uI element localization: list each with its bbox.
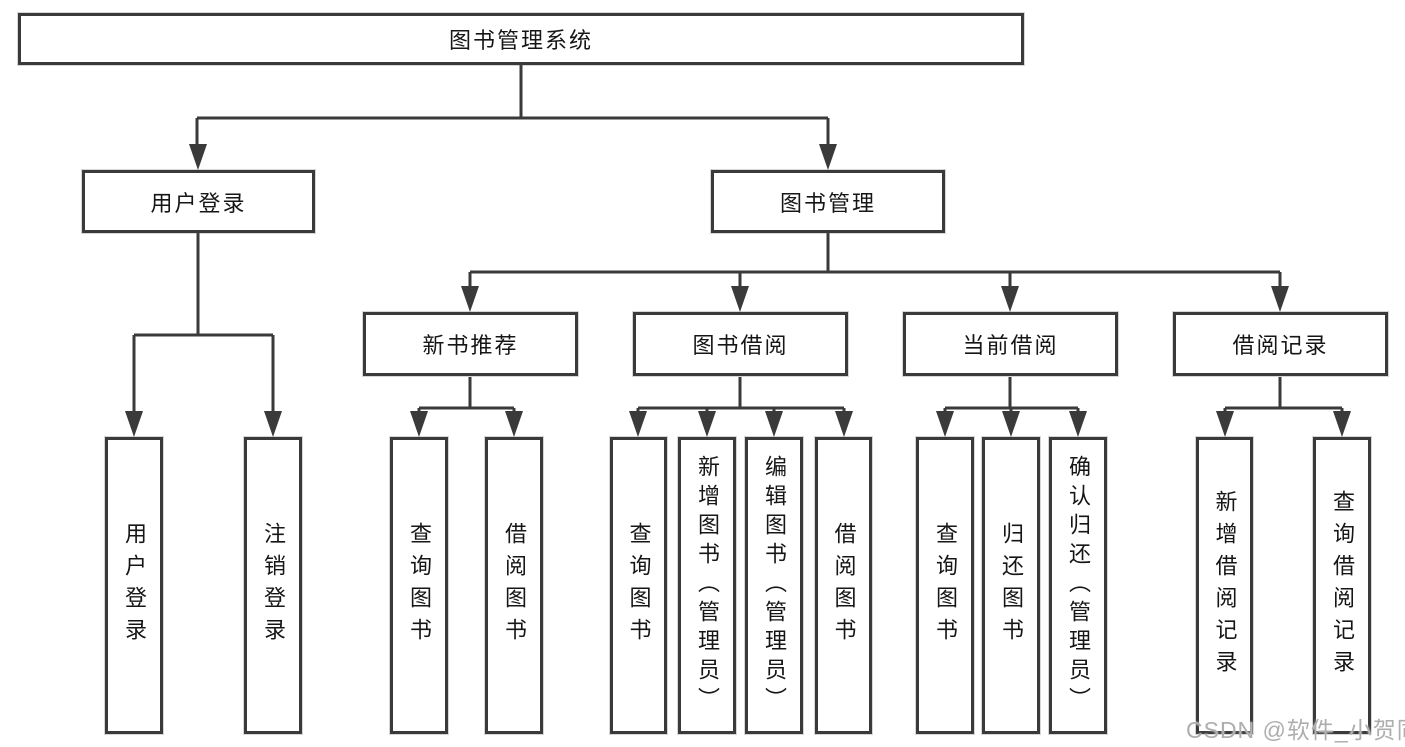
leaf-logout-label: 注销登录 bbox=[261, 521, 286, 650]
leaf-add-book-admin-label: 新增图书（管理员） bbox=[695, 455, 720, 716]
node-user-login: 用户登录 bbox=[82, 170, 315, 233]
leaf-user-login: 用户登录 bbox=[105, 437, 163, 734]
node-current-borrowing-label: 当前借阅 bbox=[962, 333, 1059, 358]
leaf-query-book-recommend: 查询图书 bbox=[390, 437, 448, 734]
leaf-confirm-return-admin: 确认归还（管理员） bbox=[1049, 437, 1107, 734]
leaf-return-book-label: 归还图书 bbox=[999, 521, 1024, 650]
node-new-book-recommend-label: 新书推荐 bbox=[422, 333, 519, 358]
node-borrow-records-label: 借阅记录 bbox=[1232, 333, 1329, 358]
node-book-borrowing: 图书借阅 bbox=[633, 312, 848, 376]
leaf-return-book: 归还图书 bbox=[982, 437, 1040, 734]
node-borrow-records: 借阅记录 bbox=[1173, 312, 1388, 376]
node-root-label: 图书管理系统 bbox=[448, 28, 593, 53]
leaf-edit-book-admin-label: 编辑图书（管理员） bbox=[762, 455, 787, 716]
node-book-borrowing-label: 图书借阅 bbox=[692, 333, 789, 358]
leaf-user-login-label: 用户登录 bbox=[122, 521, 147, 650]
leaf-borrow-book-recommend-label: 借阅图书 bbox=[502, 521, 527, 650]
leaf-logout: 注销登录 bbox=[244, 437, 302, 734]
node-book-management: 图书管理 bbox=[711, 170, 945, 233]
leaf-borrow-book-recommend: 借阅图书 bbox=[485, 437, 543, 734]
leaf-add-book-admin: 新增图书（管理员） bbox=[678, 437, 736, 734]
leaf-add-borrow-record: 新增借阅记录 bbox=[1196, 437, 1253, 734]
arrowheads bbox=[125, 144, 1351, 437]
leaf-query-book-borrow-label: 查询图书 bbox=[626, 521, 652, 650]
leaf-query-book-borrow: 查询图书 bbox=[610, 437, 667, 734]
leaf-query-borrow-record-label: 查询借阅记录 bbox=[1330, 489, 1355, 682]
leaf-borrow-book: 借阅图书 bbox=[815, 437, 872, 734]
node-current-borrowing: 当前借阅 bbox=[903, 312, 1118, 376]
leaf-add-borrow-record-label: 新增借阅记录 bbox=[1212, 489, 1238, 682]
leaf-confirm-return-admin-label: 确认归还（管理员） bbox=[1066, 455, 1091, 716]
leaf-query-borrow-record: 查询借阅记录 bbox=[1313, 437, 1371, 734]
leaf-borrow-book-label: 借阅图书 bbox=[831, 521, 857, 650]
node-new-book-recommend: 新书推荐 bbox=[363, 312, 578, 376]
leaf-query-book-current: 查询图书 bbox=[916, 437, 974, 734]
csdn-watermark: CSDN @软件_小贺同学 bbox=[1186, 717, 1405, 743]
leaf-edit-book-admin: 编辑图书（管理员） bbox=[745, 437, 803, 734]
node-user-login-label: 用户登录 bbox=[150, 190, 247, 216]
leaf-query-book-recommend-label: 查询图书 bbox=[407, 521, 432, 650]
node-root-book-management-system: 图书管理系统 bbox=[18, 13, 1024, 65]
node-book-management-label: 图书管理 bbox=[779, 190, 876, 216]
leaf-query-book-current-label: 查询图书 bbox=[933, 521, 958, 650]
